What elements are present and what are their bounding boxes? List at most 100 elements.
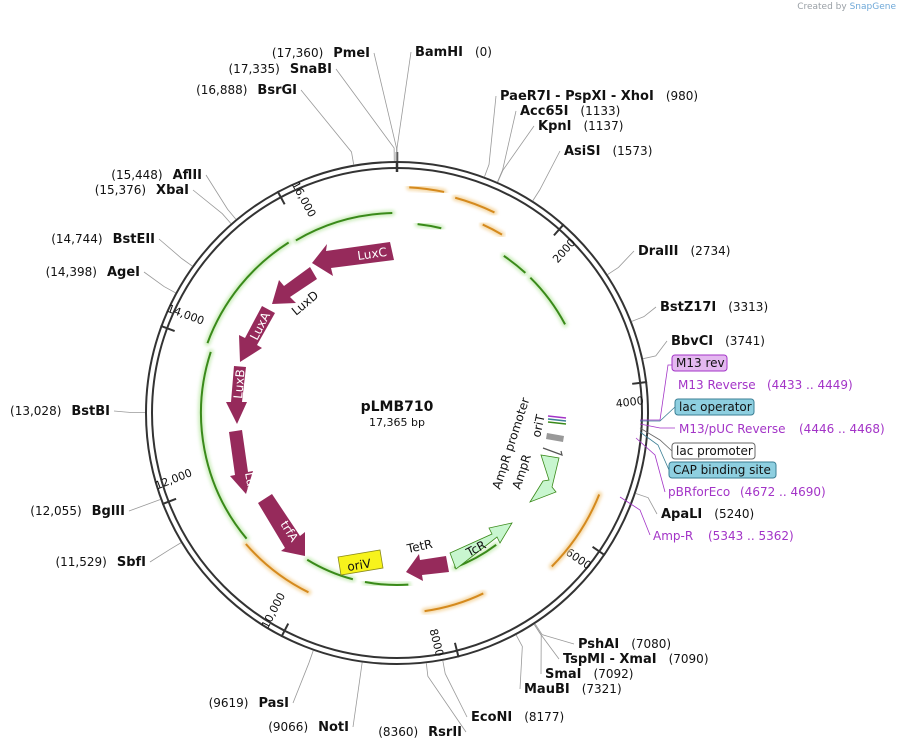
- site-position: (2734): [691, 244, 731, 258]
- site-bamhi[interactable]: BamHI(0): [396, 45, 492, 161]
- site-name: AgeI: [107, 265, 140, 280]
- primer-amp-r[interactable]: Amp-R (5343 .. 5362): [653, 529, 794, 543]
- box-lac-operator-label: lac operator: [679, 400, 752, 414]
- site-name: PasI: [258, 696, 289, 711]
- feature-luxb[interactable]: LuxB: [226, 366, 248, 424]
- site-name: BamHI: [415, 45, 463, 60]
- site-position: (1573): [612, 144, 652, 158]
- site-bsrgi[interactable]: BsrGI (16,888): [196, 83, 355, 165]
- site-paer7i-pspxi-xhoi[interactable]: PaeR7I - PspXI - XhoI (980): [484, 89, 698, 177]
- site-name: MauBI: [524, 682, 570, 697]
- site-pshai[interactable]: PshAI(7080): [534, 623, 671, 652]
- site-position: (13,028): [10, 404, 61, 418]
- site-leader-line: [607, 250, 635, 275]
- site-smai[interactable]: SmaI(7092): [533, 624, 633, 682]
- site-position: (8177): [524, 710, 564, 724]
- site-position: (1137): [583, 119, 623, 133]
- site-draiii[interactable]: DraIII(2734): [607, 244, 731, 275]
- site-position: (12,055): [30, 504, 81, 518]
- site-leader-line: [149, 542, 182, 563]
- site-name: SmaI: [545, 667, 582, 682]
- box-lac-promoter[interactable]: lac promoter: [671, 442, 756, 460]
- site-position: (8360): [378, 725, 418, 739]
- site-name: BstEII: [113, 232, 155, 247]
- site-pmei[interactable]: PmeI(17,360): [272, 46, 397, 162]
- feature-orit[interactable]: oriT: [529, 413, 564, 442]
- site-name: SbfI: [117, 555, 146, 570]
- site-sbfi[interactable]: SbfI (11,529): [55, 542, 182, 570]
- feature-luxe[interactable]: LuxE: [229, 430, 261, 502]
- site-name: PaeR7I - PspXI - XhoI: [500, 89, 654, 104]
- primer-m13-puc-reverse[interactable]: M13/pUC Reverse (4446 .. 4468): [679, 422, 885, 436]
- box-cap-binding-site[interactable]: CAP binding site: [668, 461, 777, 479]
- orf-arc: [482, 223, 503, 236]
- site-leader-line: [534, 623, 575, 645]
- box-cap-binding-site-label: CAP binding site: [673, 463, 771, 477]
- feature-luxb-label: LuxB: [231, 369, 248, 400]
- feature-luxd[interactable]: LuxD: [272, 267, 321, 318]
- site-acc65i[interactable]: Acc65I(1133): [497, 104, 620, 183]
- site-bstz17i[interactable]: BstZ17I(3313): [631, 300, 768, 322]
- site-bglii[interactable]: BglII(12,055): [30, 499, 161, 519]
- primer-amp-r-name: Amp-R: [653, 529, 693, 543]
- site-leader-line: [113, 410, 146, 414]
- feature-luxc[interactable]: LuxC: [312, 242, 394, 276]
- site-leader-line: [497, 110, 517, 183]
- site-position: (9619): [209, 696, 249, 710]
- orf-arc: [206, 241, 290, 344]
- ruler-tick: [160, 324, 175, 332]
- orf-arc: [417, 223, 442, 230]
- box-lac-promoter-label: lac promoter: [676, 444, 753, 458]
- site-apali[interactable]: ApaLI(5240): [635, 493, 754, 522]
- primer-pbrforeco[interactable]: pBRforEco (4672 .. 4690): [668, 485, 826, 499]
- site-bstbi[interactable]: BstBI(13,028): [10, 404, 146, 419]
- site-name: RsrII: [428, 725, 462, 740]
- feature-trfa[interactable]: trfA: [258, 494, 305, 556]
- site-snabi[interactable]: SnaBI(17,335): [229, 62, 395, 162]
- site-position: (17,360): [272, 46, 323, 60]
- site-pasi[interactable]: PasI (9619): [209, 650, 314, 711]
- site-agei[interactable]: AgeI(14,398): [46, 265, 176, 294]
- site-position: (980): [666, 89, 698, 103]
- site-xbai[interactable]: XbaI(15,376): [95, 183, 232, 224]
- site-kpni[interactable]: KpnI (1137): [497, 119, 624, 183]
- site-tspmi-xmai[interactable]: TspMI - XmaI(7090): [533, 624, 709, 667]
- feature-luxc-label: LuxC: [356, 245, 387, 263]
- lac-region-marks: [547, 415, 567, 425]
- lac-leader-lines: [619, 364, 676, 536]
- feature-oriv[interactable]: oriV: [337, 549, 384, 576]
- site-name: SnaBI: [290, 62, 332, 77]
- site-position: (11,529): [55, 555, 106, 569]
- feature-ampr[interactable]: AmpR: [510, 452, 560, 503]
- site-maubi[interactable]: MauBI (7321): [515, 634, 622, 697]
- orf-arc: [503, 255, 527, 274]
- site-bbvci[interactable]: BbvCI(3741): [642, 334, 765, 360]
- site-position: (16,888): [196, 83, 247, 97]
- feature-tetr[interactable]: TetR: [405, 537, 449, 581]
- site-bsteii[interactable]: BstEII(14,744): [51, 232, 193, 267]
- box-lac-operator[interactable]: lac operator: [674, 398, 755, 416]
- site-leader-line: [158, 238, 193, 267]
- site-name: KpnI: [538, 119, 571, 134]
- site-position: (7321): [582, 682, 622, 696]
- site-leader-line: [635, 493, 658, 515]
- primer-m13-reverse[interactable]: M13 Reverse (4433 .. 4449): [678, 378, 853, 392]
- site-leader-line: [373, 52, 397, 162]
- orf-arc: [454, 196, 495, 214]
- site-name: BsrGI: [257, 83, 297, 98]
- primer-m13-puc-reverse-name: M13/pUC Reverse: [679, 422, 786, 436]
- plasmid-length: 17,365 bp: [369, 416, 425, 429]
- site-aflii[interactable]: AflII(15,448): [111, 168, 237, 220]
- site-noti[interactable]: NotI(9066): [268, 662, 363, 735]
- site-leader-line: [484, 95, 497, 177]
- box-m13-rev[interactable]: M13 rev: [671, 354, 728, 372]
- primer-m13-reverse-pos: (4433 .. 4449): [767, 378, 853, 392]
- site-leader-line: [192, 189, 232, 224]
- site-econi[interactable]: EcoNI(8177): [442, 660, 564, 725]
- feature-tcr[interactable]: TcR: [449, 522, 513, 570]
- feature-luxa[interactable]: LuxA: [239, 306, 275, 362]
- site-leader-line: [396, 51, 412, 161]
- site-rsrii[interactable]: RsrII (8360): [378, 663, 467, 740]
- site-asisi[interactable]: AsiSI(1573): [532, 144, 653, 201]
